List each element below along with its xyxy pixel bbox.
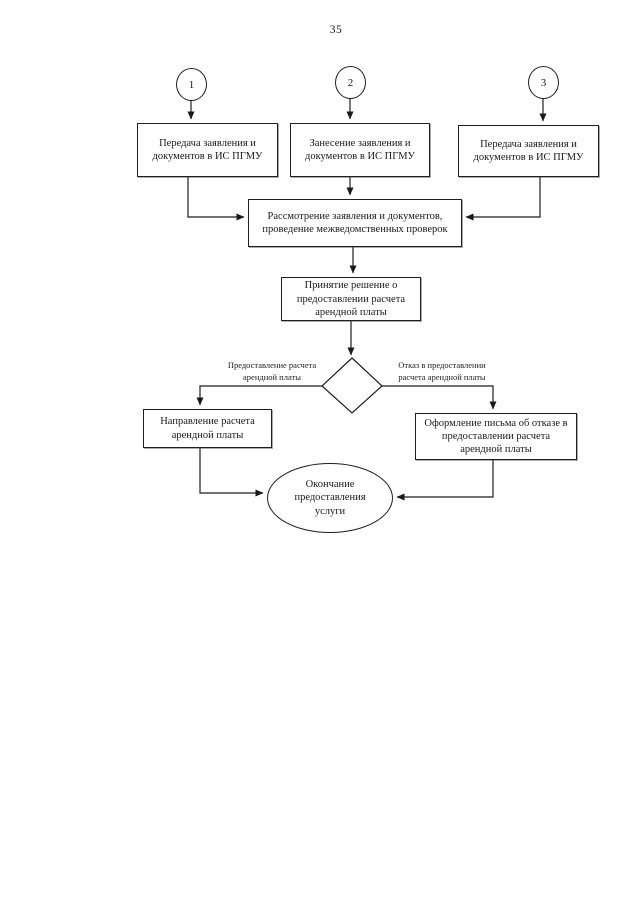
process-box-transfer-1-text: Передача заявления и документов в ИС ПГМ… [152, 137, 263, 162]
start-circle-3-label: 3 [540, 76, 547, 89]
decision-diamond [321, 357, 383, 414]
process-box-decision-text: Принятие решение о предоставлении расчет… [296, 280, 406, 318]
start-circle-3: 3 [528, 66, 559, 99]
arrow-send-to-end [199, 448, 264, 497]
process-box-send-calc-text: Направление расчета арендной платы [160, 416, 255, 441]
process-box-send-calc: Направление расчета арендной платы [143, 409, 272, 448]
arrow-diamond-to-refusal [382, 385, 497, 410]
terminator-end-ellipse: Окончание предоставления услуги [267, 463, 393, 533]
process-box-transfer-3: Передача заявления и документов в ИС ПГМ… [458, 125, 599, 177]
process-box-refusal-letter: Оформление письма об отказе в предоставл… [415, 413, 577, 460]
branch-label-approve: Предоставление расчета арендной платы [227, 360, 317, 382]
start-circle-1-label: 1 [188, 78, 195, 91]
process-box-refusal-letter-text: Оформление письма об отказе в предоставл… [424, 417, 568, 455]
terminator-end-text: Окончание предоставления услуги [294, 479, 366, 517]
process-box-entry-text: Занесение заявления и документов в ИС ПГ… [305, 137, 415, 162]
process-box-transfer-3-text: Передача заявления и документов в ИС ПГМ… [473, 138, 584, 163]
start-circle-2-label: 2 [347, 76, 354, 89]
start-circle-2: 2 [335, 66, 366, 99]
process-box-entry: Занесение заявления и документов в ИС ПГ… [290, 123, 430, 177]
page-number: 35 [329, 24, 343, 36]
start-circle-1: 1 [176, 68, 207, 101]
arrow-transfer3-to-review [465, 177, 541, 221]
arrow-transfer1-to-review [187, 177, 245, 221]
process-box-review: Рассмотрение заявления и документов, про… [248, 199, 462, 247]
process-box-decision: Принятие решение о предоставлении расчет… [281, 277, 421, 321]
process-box-review-text: Рассмотрение заявления и документов, про… [262, 210, 448, 235]
branch-label-refuse: Отказ в предоставлении расчета арендной … [398, 360, 486, 382]
arrow-diamond-to-send [196, 385, 322, 406]
arrow-refusal-to-end [396, 460, 494, 501]
process-box-transfer-1: Передача заявления и документов в ИС ПГМ… [137, 123, 278, 177]
